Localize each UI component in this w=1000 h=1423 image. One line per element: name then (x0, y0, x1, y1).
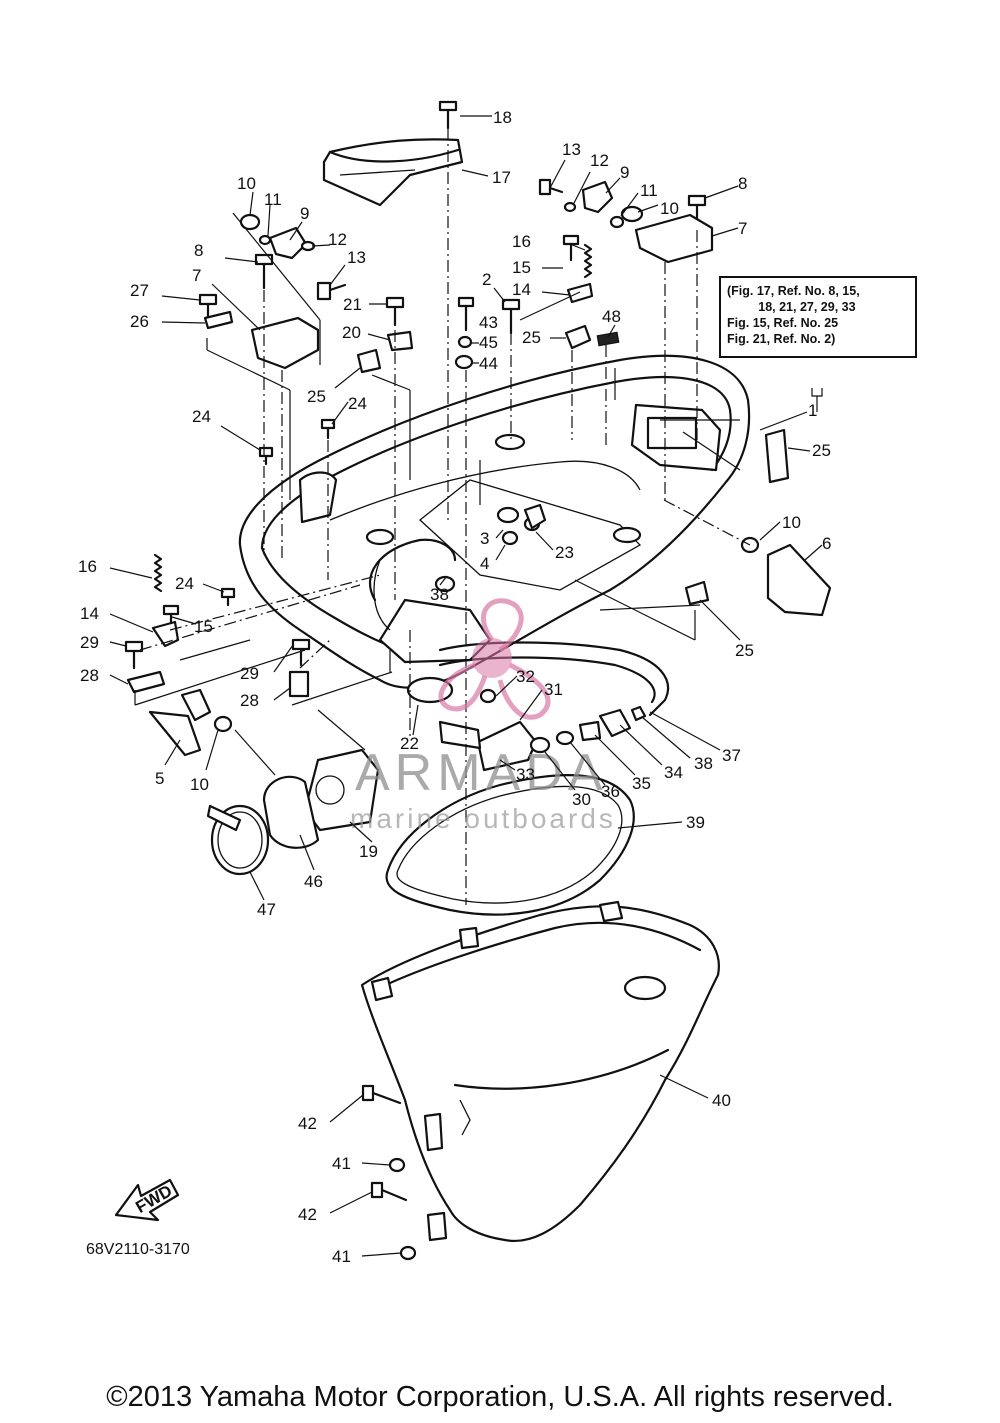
callout-7: 7 (738, 219, 747, 238)
callout-36: 36 (601, 782, 620, 801)
reference-note-line: 18, 21, 27, 29, 33 (727, 300, 856, 314)
callout-5: 5 (155, 769, 164, 788)
callout-38: 38 (694, 754, 713, 773)
callout-46: 46 (304, 872, 323, 891)
callout-43: 43 (479, 313, 498, 332)
callout-14: 14 (512, 280, 531, 299)
callout-11: 11 (640, 181, 658, 200)
callout-42: 42 (298, 1205, 317, 1224)
watermark-tagline: marine outboards (350, 803, 616, 834)
callout-45: 45 (479, 333, 498, 352)
callout-10: 10 (237, 174, 256, 193)
callout-4: 4 (480, 554, 489, 573)
callout-leaders (109, 115, 823, 1257)
callout-28: 28 (240, 691, 259, 710)
callout-25: 25 (812, 441, 831, 460)
assembly-lines (134, 128, 823, 905)
callout-13: 13 (347, 248, 366, 267)
gasket-seal (385, 774, 635, 916)
callout-47: 47 (257, 900, 276, 919)
callout-23: 23 (555, 543, 574, 562)
callout-24: 24 (348, 394, 367, 413)
callout-16: 16 (512, 232, 531, 251)
callout-35: 35 (632, 774, 651, 793)
callout-17: 17 (492, 168, 511, 187)
reference-note-box: (Fig. 17, Ref. No. 8, 15, 18, 21, 27, 29… (719, 276, 917, 358)
callout-33: 33 (516, 765, 535, 784)
callout-10: 10 (660, 199, 679, 218)
copyright-notice: ©2013 Yamaha Motor Corporation, U.S.A. A… (106, 1381, 894, 1413)
lower-cowling (360, 900, 720, 1243)
callout-19: 19 (359, 842, 378, 861)
watermark-brand: ARMADA (355, 744, 607, 802)
callout-9: 9 (300, 204, 309, 223)
small-parts (124, 100, 832, 1261)
callout-39: 39 (686, 813, 705, 832)
callout-15: 15 (512, 258, 531, 277)
callout-21: 21 (343, 295, 362, 314)
callout-8: 8 (194, 241, 203, 260)
callout-31: 31 (544, 680, 563, 699)
callout-38: 38 (430, 585, 449, 604)
callout-24: 24 (192, 407, 211, 426)
reference-note-line: Fig. 15, Ref. No. 25 (727, 316, 839, 330)
callout-26: 26 (130, 312, 149, 331)
callout-2: 2 (482, 270, 491, 289)
callout-10: 10 (782, 513, 801, 532)
callout-37: 37 (722, 746, 741, 765)
callout-34: 34 (664, 763, 683, 782)
callout-30: 30 (572, 790, 591, 809)
callout-numbers: 18 17 13 12 9 11 10 8 7 16 15 14 48 10 1… (78, 108, 831, 1266)
callout-6: 6 (822, 534, 831, 553)
callout-29: 29 (240, 664, 259, 683)
callout-1: 1 (808, 401, 817, 420)
callout-7: 7 (192, 266, 201, 285)
callout-13: 13 (562, 140, 581, 159)
callout-12: 12 (328, 230, 347, 249)
callout-27: 27 (130, 281, 149, 300)
reference-note-line: (Fig. 17, Ref. No. 8, 15, (727, 284, 860, 298)
callout-41: 41 (332, 1154, 351, 1173)
callout-3: 3 (480, 529, 489, 548)
callout-22: 22 (400, 734, 419, 753)
callout-42: 42 (298, 1114, 317, 1133)
callout-20: 20 (342, 323, 361, 342)
callout-28: 28 (80, 666, 99, 685)
callout-8: 8 (738, 174, 747, 193)
callout-18: 18 (493, 108, 512, 127)
top-apron (322, 138, 464, 207)
callout-41: 41 (332, 1247, 351, 1266)
callout-40: 40 (712, 1091, 731, 1110)
callout-44: 44 (479, 354, 498, 373)
callout-15: 15 (194, 617, 213, 636)
callout-25: 25 (522, 328, 541, 347)
callout-29: 29 (80, 633, 99, 652)
fwd-arrow-icon: FWD (114, 1178, 180, 1222)
callout-12: 12 (590, 151, 609, 170)
callout-11: 11 (264, 190, 282, 209)
callout-14: 14 (80, 604, 99, 623)
callout-48: 48 (602, 307, 621, 326)
callout-9: 9 (620, 163, 629, 182)
diagram-code: 68V2110-3170 (86, 1241, 190, 1258)
callout-25: 25 (735, 641, 754, 660)
bottom-cowling (238, 354, 751, 704)
reference-note-line: Fig. 21, Ref. No. 2) (727, 332, 836, 346)
callout-16: 16 (78, 557, 97, 576)
callout-24: 24 (175, 574, 194, 593)
callout-10: 10 (190, 775, 209, 794)
callout-32: 32 (516, 667, 535, 686)
callout-25: 25 (307, 387, 326, 406)
